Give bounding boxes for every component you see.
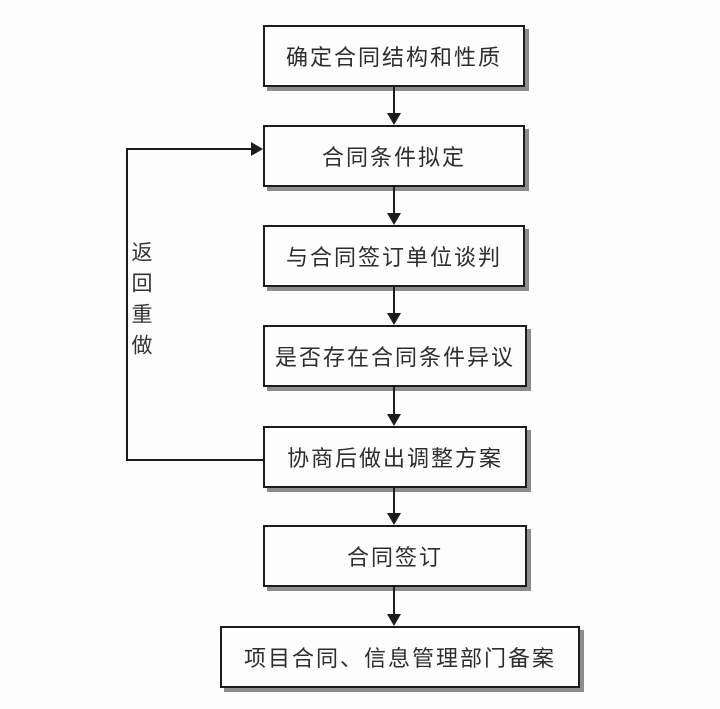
arrow-down-icon	[387, 87, 401, 125]
flow-node-objection-check: 是否存在合同条件异议	[263, 325, 527, 387]
flow-node-determine-structure: 确定合同结构和性质	[263, 25, 525, 87]
flow-node-label: 确定合同结构和性质	[285, 45, 502, 70]
arrow-down-icon	[387, 488, 401, 525]
arrowhead-icon	[387, 313, 401, 325]
flow-node-label: 项目合同、信息管理部门备案	[243, 646, 556, 671]
arrow-down-icon	[387, 387, 401, 426]
loop-arrowhead-right-icon	[251, 142, 263, 156]
flow-node-adjustment-plan: 协商后做出调整方案	[263, 426, 527, 488]
arrowhead-icon	[387, 614, 401, 626]
flow-node-filing: 项目合同、信息管理部门备案	[220, 626, 580, 688]
loop-line-top	[126, 148, 252, 150]
flow-node-label: 与合同签订单位谈判	[285, 245, 502, 270]
flow-node-label: 协商后做出调整方案	[286, 446, 503, 471]
loop-label: 返回重做	[129, 241, 153, 365]
loop-line-bottom	[126, 459, 265, 461]
arrowhead-icon	[387, 414, 401, 426]
flow-node-draft-conditions: 合同条件拟定	[263, 125, 525, 187]
arrow-down-icon	[387, 587, 401, 626]
arrowhead-icon	[387, 113, 401, 125]
flow-node-contract-signing: 合同签订	[263, 525, 527, 587]
arrowhead-icon	[387, 213, 401, 225]
flow-node-label: 合同条件拟定	[321, 145, 466, 170]
loop-line-vertical	[126, 148, 128, 461]
flow-node-label: 是否存在合同条件异议	[274, 345, 515, 370]
flow-node-negotiate: 与合同签订单位谈判	[263, 225, 525, 287]
arrow-down-icon	[387, 187, 401, 225]
arrow-down-icon	[387, 287, 401, 325]
flow-node-label: 合同签订	[346, 545, 443, 570]
arrowhead-icon	[387, 513, 401, 525]
